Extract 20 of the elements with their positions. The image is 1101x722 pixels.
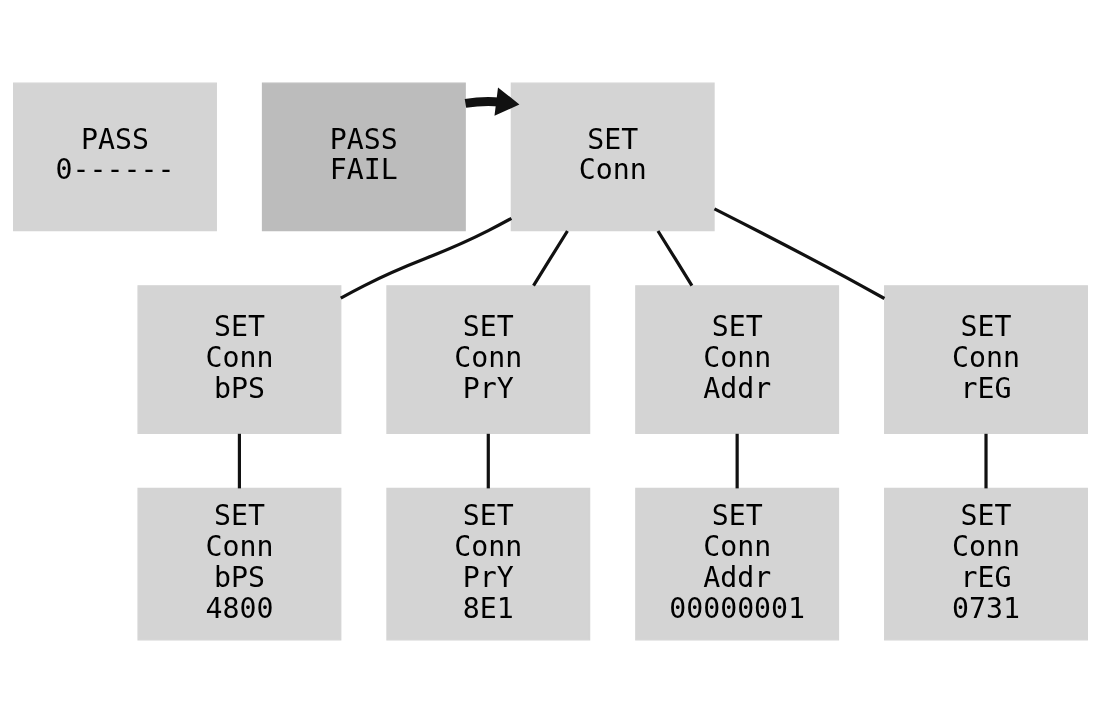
connector xyxy=(532,229,569,286)
connector xyxy=(486,433,490,488)
connector xyxy=(340,216,513,299)
node-box: SET Conn rEG xyxy=(884,284,1088,434)
node-box: SET Conn Addr 00000001 xyxy=(635,487,840,640)
connector xyxy=(656,229,694,286)
connector xyxy=(237,433,242,488)
arrow xyxy=(464,86,520,116)
node-box: SET Conn xyxy=(510,82,715,231)
connector xyxy=(735,433,739,488)
node-box: SET Conn Addr xyxy=(635,284,840,434)
node-box: SET Conn bPS 4800 xyxy=(137,487,342,640)
connector xyxy=(713,206,886,300)
node-box: SET Conn rEG 0731 xyxy=(884,487,1088,640)
connector xyxy=(984,433,988,488)
node-box: PASS 0------ xyxy=(13,82,217,231)
node-box: PASS FAIL xyxy=(261,82,466,231)
node-box: SET Conn PrY xyxy=(386,284,591,434)
node-box: SET Conn PrY 8E1 xyxy=(386,487,591,640)
node-box: SET Conn bPS xyxy=(137,284,342,434)
